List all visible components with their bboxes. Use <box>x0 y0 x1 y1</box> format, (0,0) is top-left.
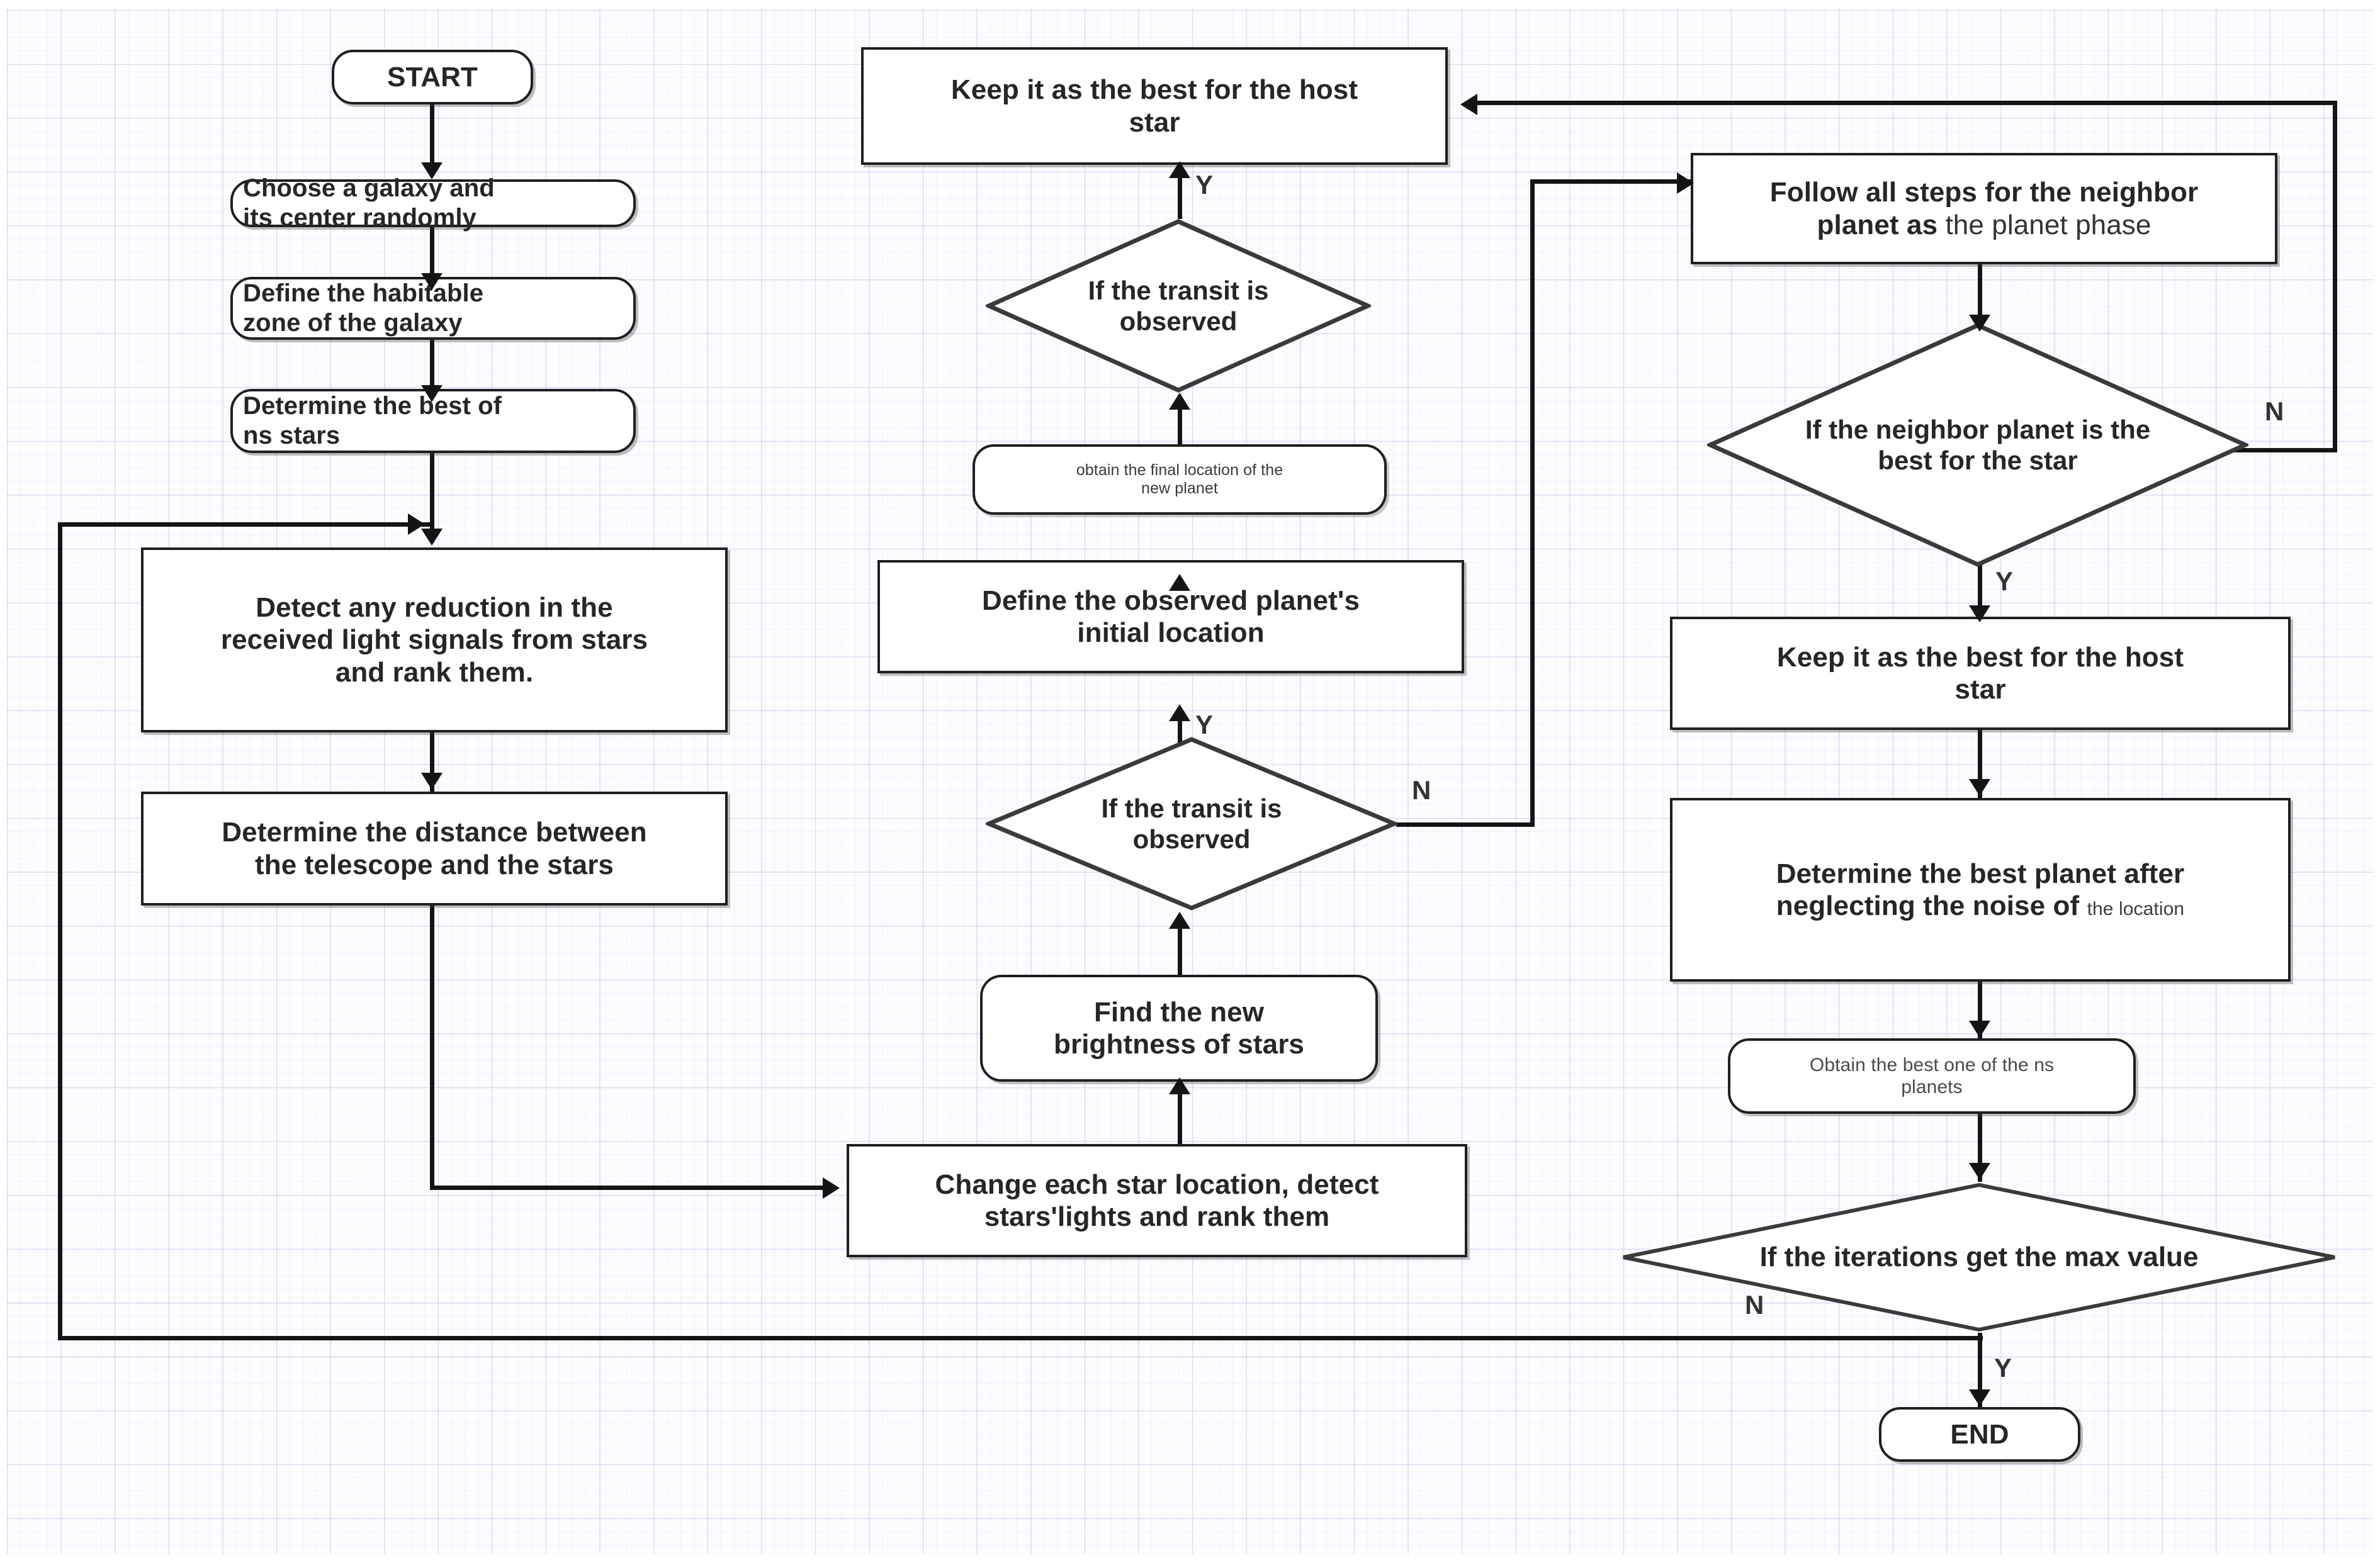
edge-mask-right <box>2373 0 2380 1565</box>
connector-start-to-choose <box>430 104 434 165</box>
connector-transit-lower-no-top <box>1530 179 1693 184</box>
edge-label-transit-lower-yes: Y <box>1195 710 1214 739</box>
node-end[interactable]: END <box>1879 1407 2080 1462</box>
arrowhead-iterations <box>1969 1163 1990 1180</box>
diamond-shape-iterations <box>1623 1182 2335 1332</box>
edge-label-neighbor-no: N <box>2265 396 2284 426</box>
arrowhead-loop-into-detect <box>408 513 425 535</box>
edge-mask-bottom <box>0 1554 2380 1565</box>
connector-change-to-brightness <box>1178 1081 1182 1144</box>
edge-label-transit-upper-yes: Y <box>1195 170 1214 199</box>
arrowhead-transit-upper <box>1169 393 1190 410</box>
arrowhead-choose <box>421 162 443 179</box>
arrowhead-determine-planet <box>1969 779 1990 796</box>
edge-label-iterations-no: N <box>1745 1290 1764 1320</box>
connector-distance-right <box>430 1186 832 1190</box>
arrowhead-into-change-star <box>823 1177 840 1199</box>
connector-determine-to-detect <box>430 453 434 542</box>
arrowhead-keep-best-top <box>1169 161 1190 178</box>
connector-loop-bottom-horizontal <box>58 1336 1983 1340</box>
arrowhead-define <box>421 273 443 290</box>
connector-obtain-final-to-transit-upper <box>1178 396 1182 446</box>
arrowhead-brightness <box>1169 1077 1190 1094</box>
diamond-shape-transit-upper <box>986 219 1371 393</box>
node-start[interactable]: START <box>332 50 533 104</box>
arrowhead-distance <box>421 773 443 790</box>
connector-neighbor-no-right <box>2178 448 2337 452</box>
connector-loop-left-vertical <box>58 522 62 1337</box>
arrowhead-keep-best-right <box>1969 605 1990 622</box>
connector-neighbor-no-top <box>1474 101 2337 105</box>
arrowhead-transit-lower <box>1169 912 1190 929</box>
edge-mask-left <box>0 0 6 1565</box>
node-end-label: END <box>1950 1418 2009 1450</box>
arrowhead-into-follow-steps <box>1677 172 1694 194</box>
connector-neighbor-no-up <box>2333 101 2337 452</box>
node-determine-best-planet-suffix: the location <box>2087 899 2185 919</box>
connector-neighbor-yes <box>1978 564 1982 618</box>
connector-iterations-yes <box>1978 1333 1982 1407</box>
connector-follow-to-neighbor <box>1978 264 1982 322</box>
connector-transit-lower-yes <box>1178 708 1182 771</box>
connector-choose-to-define <box>430 227 434 277</box>
connector-distance-down <box>430 906 434 1190</box>
edge-label-transit-lower-no: N <box>1412 775 1431 805</box>
diamond-shape-neighbor-best <box>1707 323 2248 567</box>
arrowhead-initial-location <box>1169 704 1190 721</box>
node-follow-all-steps-suffix: the planet phase <box>1945 209 2152 240</box>
connector-keep-to-determine-planet <box>1978 730 1982 798</box>
edge-mask-top <box>0 0 2380 9</box>
node-start-label: START <box>387 61 478 93</box>
arrowhead-into-keep-best-top <box>1460 94 1477 115</box>
arrowhead-obtain-best <box>1969 1021 1990 1038</box>
connector-transit-upper-yes <box>1178 165 1182 219</box>
edge-label-iterations-yes: Y <box>1994 1353 2012 1383</box>
connector-transit-lower-no-up <box>1530 179 1535 827</box>
connector-loop-top-horizontal <box>58 522 432 527</box>
edge-label-neighbor-yes: Y <box>1995 566 2014 596</box>
arrowhead-neighbor-diamond <box>1969 315 1990 332</box>
connector-obtain-to-iterations <box>1978 1114 1982 1182</box>
arrowhead-end <box>1969 1389 1990 1406</box>
connector-brightness-to-transit-lower <box>1178 916 1182 975</box>
connector-define-to-determine <box>430 340 434 389</box>
arrowhead-determine <box>421 385 443 402</box>
connector-transit-lower-no-right <box>1396 822 1535 827</box>
connector-detect-to-distance <box>430 732 434 792</box>
node-iterations-max[interactable]: If the iterations get the max value <box>1620 1182 2338 1333</box>
diamond-shape-transit-lower <box>986 737 1397 911</box>
arrowhead-obtain-final <box>1169 574 1190 591</box>
connector-determine-to-obtain-best <box>1978 982 1982 1038</box>
